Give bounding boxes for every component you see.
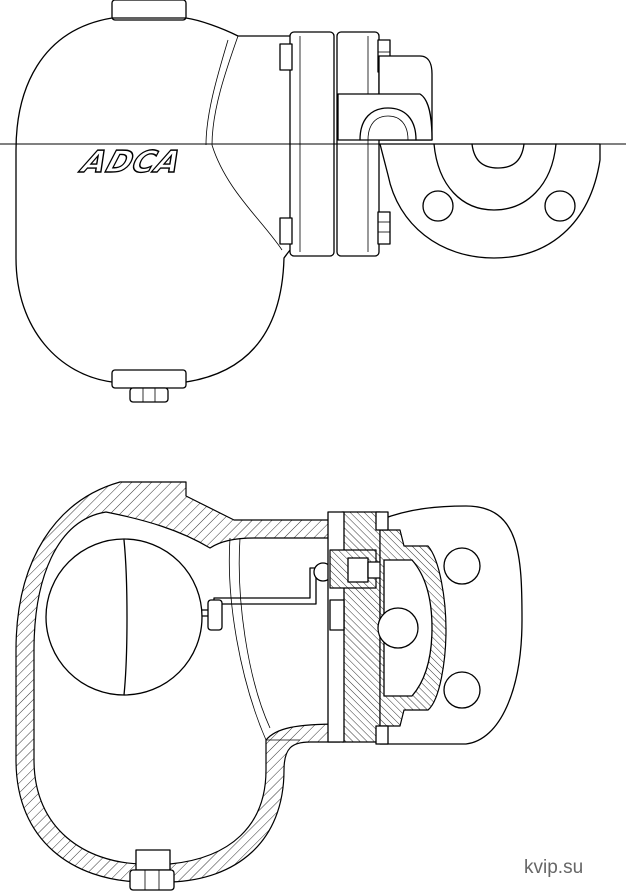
bolt-top-left (279, 43, 293, 71)
outlet-flange (379, 143, 601, 259)
flange-bolt-hole-right (544, 190, 576, 222)
outlet-housing (379, 505, 523, 745)
body-wall-section (15, 481, 341, 883)
drain-plug (129, 387, 169, 403)
float-ball (45, 538, 203, 696)
exterior-view: ADCA (0, 0, 626, 403)
brand-logo: ADCA (76, 145, 187, 180)
float-chamber-body (15, 17, 301, 383)
valve-ball (377, 607, 419, 649)
outlet-bolt-hole-top (443, 547, 481, 585)
cover-flange-section (341, 511, 381, 743)
bolt-bottom-right (377, 211, 391, 245)
bolt-bottom-left (279, 217, 293, 245)
outlet-bolt-hole-bottom (443, 671, 481, 709)
cross-section-view (15, 481, 523, 891)
flange-bolt-hole-left (422, 190, 454, 222)
top-boss (111, 0, 187, 21)
watermark: kvip.su (524, 857, 584, 878)
